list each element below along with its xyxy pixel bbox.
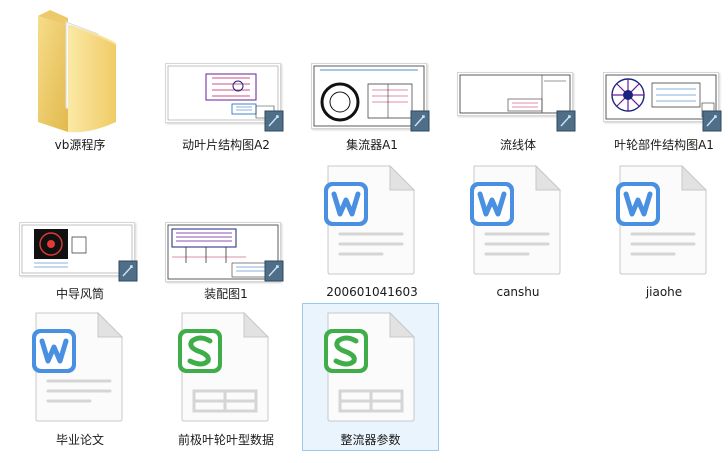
file-label: 流线体 xyxy=(499,138,536,152)
cad-thumbnail xyxy=(19,222,135,276)
cad-thumbnail xyxy=(457,72,573,116)
file-label: canshu xyxy=(496,285,540,299)
file-item-impeller-drawing[interactable]: 叶轮部件结构图A1 xyxy=(594,0,728,152)
file-item-doc-thesis[interactable]: 毕业论文 xyxy=(10,303,150,453)
file-item-sheet-rectifier-params[interactable]: 整流器参数 xyxy=(302,303,439,451)
file-item-streamline-drawing[interactable]: 流线体 xyxy=(448,0,588,152)
cad-thumbnail xyxy=(311,63,427,129)
file-label: 毕业论文 xyxy=(55,433,104,447)
cad-file-icon xyxy=(556,110,576,132)
wps-spreadsheet-icon xyxy=(178,311,270,422)
folder-icon xyxy=(38,10,117,133)
file-label: 装配图1 xyxy=(204,287,248,301)
cad-file-icon xyxy=(264,110,284,132)
cad-thumbnail xyxy=(165,222,281,282)
cad-thumbnail xyxy=(165,63,281,123)
file-item-collector-drawing[interactable]: 集流器A1 xyxy=(302,0,442,152)
cad-thumbnail xyxy=(603,72,719,122)
file-label: jiaohe xyxy=(645,285,683,299)
cad-file-icon xyxy=(264,260,284,282)
file-label: 动叶片结构图A2 xyxy=(182,138,270,152)
cad-file-icon xyxy=(410,110,430,132)
wps-writer-document-icon xyxy=(616,164,708,275)
file-label: 前极叶轮叶型数据 xyxy=(177,433,274,447)
wps-spreadsheet-icon xyxy=(324,311,416,422)
cad-file-icon xyxy=(118,260,138,282)
file-label: 集流器A1 xyxy=(346,138,398,152)
file-label: 整流器参数 xyxy=(340,433,401,447)
file-label: 中导风筒 xyxy=(55,287,104,301)
wps-writer-document-icon xyxy=(32,311,124,422)
file-item-doc-canshu[interactable]: canshu xyxy=(448,152,588,302)
wps-writer-document-icon xyxy=(324,164,416,275)
file-item-assembly-drawing[interactable]: 装配图1 xyxy=(156,152,296,302)
file-item-doc-200601041603[interactable]: 200601041603 xyxy=(302,152,442,302)
file-item-sheet-impeller-profile[interactable]: 前极叶轮叶型数据 xyxy=(156,303,296,453)
cad-file-icon xyxy=(702,110,722,132)
file-item-blade-drawing[interactable]: 动叶片结构图A2 xyxy=(156,0,296,152)
wps-writer-document-icon xyxy=(470,164,562,275)
file-label: 200601041603 xyxy=(326,285,418,299)
file-item-doc-jiaohe[interactable]: jiaohe xyxy=(594,152,728,302)
file-item-guide-duct-drawing[interactable]: 中导风筒 xyxy=(10,152,150,302)
file-label: vb源程序 xyxy=(54,138,106,152)
file-label: 叶轮部件结构图A1 xyxy=(614,138,714,152)
file-item-vb-source[interactable]: vb源程序 xyxy=(10,0,150,152)
